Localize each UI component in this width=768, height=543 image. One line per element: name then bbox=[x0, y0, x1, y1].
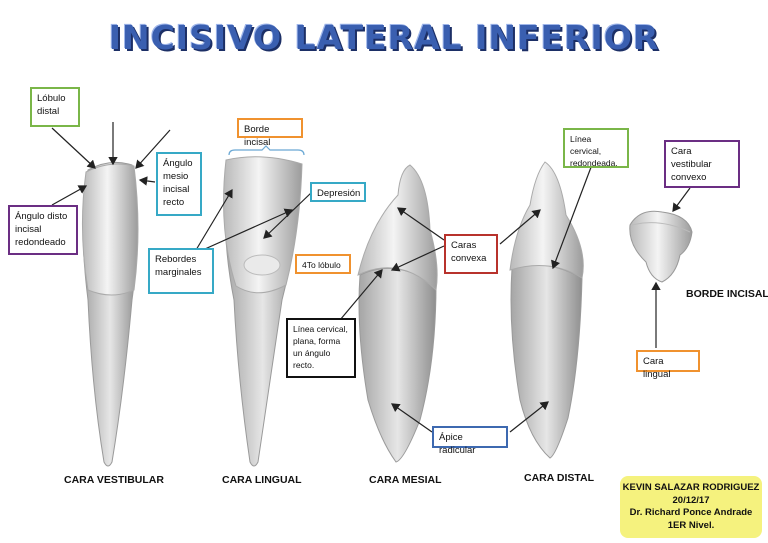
label-caras-convexa: Caras convexa bbox=[444, 234, 498, 274]
tooth-lingual bbox=[223, 156, 303, 467]
label-linea-cervical-redondeada: Línea cervical, redondeada. bbox=[563, 128, 629, 168]
page-title: INCISIVO LATERAL INFERIOR bbox=[108, 18, 660, 57]
label-4to-lobulo: 4To lóbulo bbox=[295, 254, 351, 274]
tooth-mesial bbox=[357, 164, 438, 463]
caption-cara-distal: CARA DISTAL bbox=[524, 472, 594, 484]
caption-cara-lingual: CARA LINGUAL bbox=[222, 474, 302, 486]
label-linea-cervical-plana: Línea cervical, plana, forma un ángulo r… bbox=[286, 318, 356, 378]
label-angulo-mesio-incisal: Ángulo mesio incisal recto bbox=[156, 152, 202, 216]
label-cara-vestibular-convexo: Cara vestibular convexo bbox=[664, 140, 740, 188]
tooth-distal bbox=[509, 161, 584, 459]
credit-level: 1ER Nivel. bbox=[667, 519, 715, 531]
caption-cara-vestibular: CARA VESTIBULAR bbox=[64, 474, 164, 486]
caption-cara-mesial: CARA MESIAL bbox=[369, 474, 442, 486]
label-angulo-disto-incisal: Ángulo disto incisal redondeado bbox=[8, 205, 78, 255]
incisal-brace bbox=[228, 145, 305, 156]
caption-borde-incisal: BORDE INCISAL bbox=[686, 288, 768, 300]
label-rebordes-marginales: Rebordes marginales bbox=[148, 248, 214, 294]
credit-name: KEVIN SALAZAR RODRIGUEZ bbox=[622, 482, 760, 493]
label-depresion: Depresión bbox=[310, 182, 366, 202]
tooth-incisal-edge bbox=[629, 210, 693, 283]
annotation-arrows bbox=[51, 122, 691, 433]
tooth-vestibular bbox=[81, 161, 139, 467]
credit-date: 20/12/17 bbox=[672, 494, 710, 506]
credit-box: KEVIN SALAZAR RODRIGUEZ 20/12/17 Dr. Ric… bbox=[620, 476, 762, 538]
label-lobulo-distal: Lóbulo distal bbox=[30, 87, 80, 127]
label-apice-radicular: Ápice radicular bbox=[432, 426, 508, 456]
label-borde-incisal: Borde incisal bbox=[237, 118, 303, 148]
credit-doctor: Dr. Richard Ponce Andrade bbox=[629, 507, 753, 518]
label-cara-lingual: Cara lingual bbox=[636, 350, 700, 380]
